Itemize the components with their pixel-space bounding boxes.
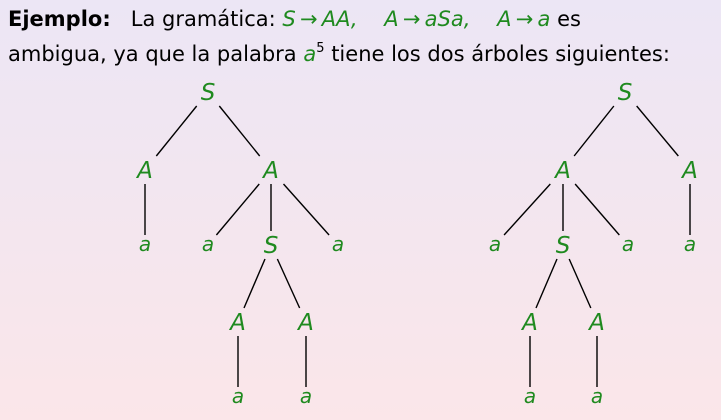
word-a5: a5: [303, 41, 325, 66]
tree-edge-A1-a2: [574, 183, 620, 236]
example-line-2: ambigua, ya que la palabra a5 tiene los …: [8, 34, 716, 69]
tree-edge-A2-a3: [282, 183, 330, 236]
line2-end: tiene los dos árboles siguientes:: [331, 42, 670, 66]
tree-node-a3: a: [684, 232, 696, 256]
tree-node-S2: S: [264, 233, 279, 259]
tree-node-A2: A: [680, 158, 698, 184]
tree-edge-S-A2: [218, 105, 261, 157]
tree-edge-S2-A3: [243, 258, 266, 309]
tree-node-S: S: [618, 80, 633, 106]
intro-text-es: es: [557, 7, 581, 31]
rule-2: A → aSa,: [384, 7, 471, 31]
tree-node-a4: a: [232, 384, 244, 408]
tree-edge-A2-a2: [215, 183, 260, 236]
tree-node-a4: a: [524, 384, 536, 408]
tree-node-A1: A: [553, 158, 571, 184]
tree-edge-S-A1: [155, 105, 198, 157]
tree-edge-S2-A3: [535, 258, 558, 309]
tree-node-A4: A: [587, 310, 605, 336]
tree-node-A3: A: [520, 310, 538, 336]
tree-node-A1: A: [135, 158, 153, 184]
tree-edge-S-A2: [636, 105, 679, 157]
tree-node-S2: S: [556, 233, 571, 259]
line2-start: ambigua, ya que la palabra: [8, 42, 297, 66]
tree-node-A4: A: [296, 310, 314, 336]
tree-node-S: S: [201, 80, 216, 106]
tree-node-A3: A: [228, 310, 246, 336]
rule-1: S → AA,: [282, 7, 358, 31]
tree-edge-S-A1: [573, 105, 615, 157]
tree-node-a2: a: [202, 232, 214, 256]
tree-node-A2: A: [261, 158, 279, 184]
tree-node-a2: a: [622, 232, 634, 256]
intro-text: La gramática:: [130, 7, 276, 31]
tree-node-a1: a: [139, 232, 151, 256]
example-text: Ejemplo: La gramática: S → AA, A → aSa, …: [8, 4, 716, 69]
tree-node-a5: a: [300, 384, 312, 408]
rule-3: A → a: [497, 7, 551, 31]
example-line-1: Ejemplo: La gramática: S → AA, A → aSa, …: [8, 4, 716, 34]
tree-node-a5: a: [591, 384, 603, 408]
tree-node-a1: a: [489, 232, 501, 256]
example-label: Ejemplo:: [8, 7, 111, 31]
tree-node-a3: a: [332, 232, 344, 256]
tree-edge-A1-a1: [503, 183, 551, 236]
tree-edge-S2-A4: [568, 258, 592, 309]
tree-edge-S2-A4: [276, 258, 301, 309]
